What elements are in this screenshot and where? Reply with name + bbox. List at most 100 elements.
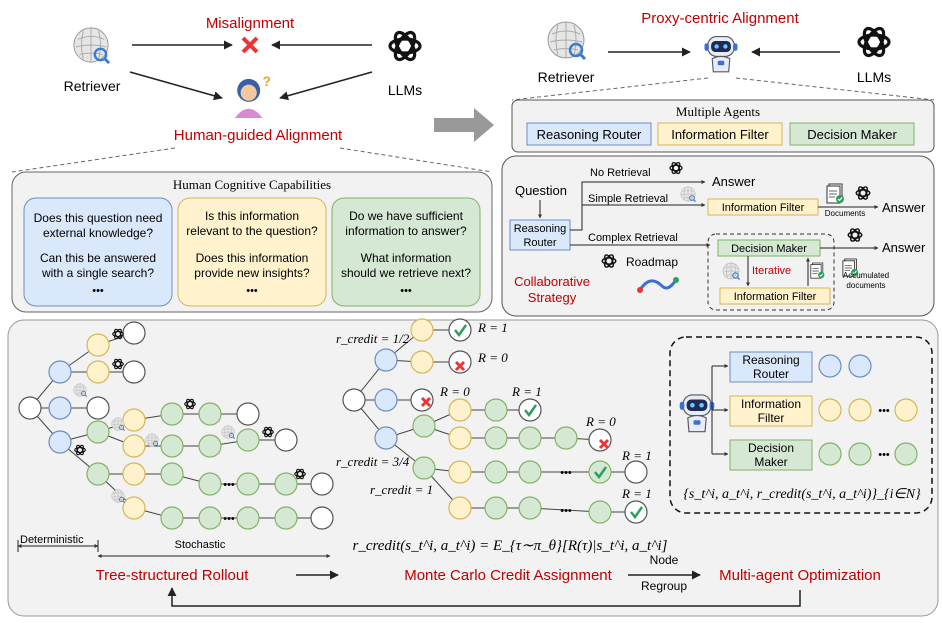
green-box-line: What information <box>361 251 452 265</box>
accumulated-label: documents <box>846 281 885 290</box>
agent-decision-maker <box>789 122 915 146</box>
answer-label: Answer <box>712 174 756 189</box>
accumulated-label: Accumulated <box>843 271 889 280</box>
dashed-connector <box>735 77 935 101</box>
check-mark-icon <box>524 404 538 418</box>
wikipedia-icon <box>111 417 125 431</box>
tree-node <box>518 426 542 450</box>
tree-node <box>448 496 472 520</box>
reward-label: R = 1 <box>621 486 652 501</box>
ellipsis-dots: ••• <box>223 479 235 491</box>
reward-label: R = 1 <box>621 448 652 463</box>
info-filter-label: Information Filter <box>722 202 805 214</box>
tree-node <box>588 500 612 524</box>
decision-node <box>894 442 918 466</box>
no-retrieval-label: No Retrieval <box>590 167 651 179</box>
tree-node <box>86 462 110 486</box>
reward-label: R = 0 <box>477 350 508 365</box>
wikipedia-icon <box>221 425 235 439</box>
misalignment-label: Misalignment <box>206 15 295 32</box>
decision-node <box>818 442 842 466</box>
tree-node <box>484 426 508 450</box>
llms-label-right: LLMs <box>857 69 891 85</box>
mao-decision-label: Maker <box>754 455 787 469</box>
tree-node <box>48 430 72 454</box>
mao-filter-label: Filter <box>758 411 785 425</box>
no-retrieval-arrow <box>570 180 706 231</box>
decision-maker-label: Decision Maker <box>731 243 807 255</box>
tree-node <box>86 333 110 357</box>
tree-node <box>374 426 398 450</box>
agent-label: Reasoning Router <box>537 127 642 142</box>
sufficiency-box <box>331 197 481 307</box>
documents-icon <box>810 262 825 279</box>
roadmap-icon <box>637 277 679 293</box>
tree-node <box>236 472 260 496</box>
reward-label: R = 0 <box>585 414 616 429</box>
tree-node <box>122 321 146 345</box>
mao-panel: Reasoning Router Information Filter Deci… <box>669 336 933 514</box>
documents-label: Documents <box>825 209 865 218</box>
regroup-label: Regroup <box>641 579 687 593</box>
tree-node <box>122 408 146 432</box>
green-box-line: Do we have sufficient <box>349 209 464 223</box>
router-label: Reasoning <box>514 223 567 235</box>
ellipsis-dots: ••• <box>560 467 572 479</box>
wikipedia-retriever-icon <box>72 26 110 64</box>
answer-label: Answer <box>882 200 926 215</box>
credit-formula: r_credit(s_t^i, a_t^i) = E_{τ∼π_θ}[R(τ)|… <box>352 538 667 554</box>
openai-llm-icon <box>857 23 891 61</box>
cross-mark-icon <box>598 438 610 450</box>
yellow-box-line: Is this information <box>205 209 299 223</box>
tree-node <box>448 426 472 450</box>
tree-node <box>274 506 298 530</box>
roadmap-label: Roadmap <box>626 255 678 269</box>
tree-node <box>160 506 184 530</box>
question-label: Question <box>515 183 567 198</box>
yellow-box-line: Does this information <box>196 251 309 265</box>
tree-node <box>484 398 508 422</box>
check-mark-icon <box>630 506 644 520</box>
mao-router-label: Reasoning <box>742 353 799 367</box>
cross-mark-icon <box>241 36 259 54</box>
tree-node <box>484 460 508 484</box>
top-left-panel: Retriever LLMs Misalignment Human-guided… <box>11 15 493 313</box>
tree-node <box>160 434 184 458</box>
tree-node <box>274 428 298 452</box>
r-credit-three-quarter: r_credit = 3/4 <box>336 454 410 469</box>
tree-node <box>18 396 42 420</box>
agent-label: Decision Maker <box>807 127 897 142</box>
tree-node <box>624 460 648 484</box>
tree-edge <box>529 507 601 513</box>
wikipedia-icon <box>111 489 125 503</box>
tree-node <box>122 360 146 384</box>
transition-arrow-icon <box>434 108 494 142</box>
complex-retrieval-label: Complex Retrieval <box>588 232 678 244</box>
tree-node <box>518 460 542 484</box>
multiple-agents-title: Multiple Agents <box>676 104 760 119</box>
info-filter-box-inner <box>719 287 831 305</box>
mc-title: Monte Carlo Credit Assignment <box>404 567 612 584</box>
reward-label: R = 1 <box>477 320 508 335</box>
documents-icon <box>826 183 845 204</box>
tree-node <box>412 456 436 480</box>
tree-node <box>588 460 612 484</box>
tree-node <box>374 348 398 372</box>
answer-label: Answer <box>882 240 926 255</box>
green-box-line: should we retrieve next? <box>341 266 471 280</box>
tree-node <box>448 460 472 484</box>
wikipedia-retriever-icon <box>546 20 586 60</box>
tree-node <box>198 472 222 496</box>
mao-decision-label: Decision <box>748 441 794 455</box>
tree-node <box>410 350 434 374</box>
tree-node <box>448 350 472 374</box>
blue-box-line: Can this be answered <box>40 251 156 265</box>
openai-llm-icon <box>388 27 422 65</box>
agent-information-filter <box>657 122 783 146</box>
filter-node <box>818 398 842 422</box>
simple-retrieval-label: Simple Retrieval <box>588 193 668 205</box>
check-mark-icon <box>454 324 468 338</box>
set-formula: {s_t^i, a_t^i, r_credit(s_t^i, a_t^i)}_{… <box>683 487 921 502</box>
tree-node <box>518 496 542 520</box>
decision-node <box>848 442 872 466</box>
